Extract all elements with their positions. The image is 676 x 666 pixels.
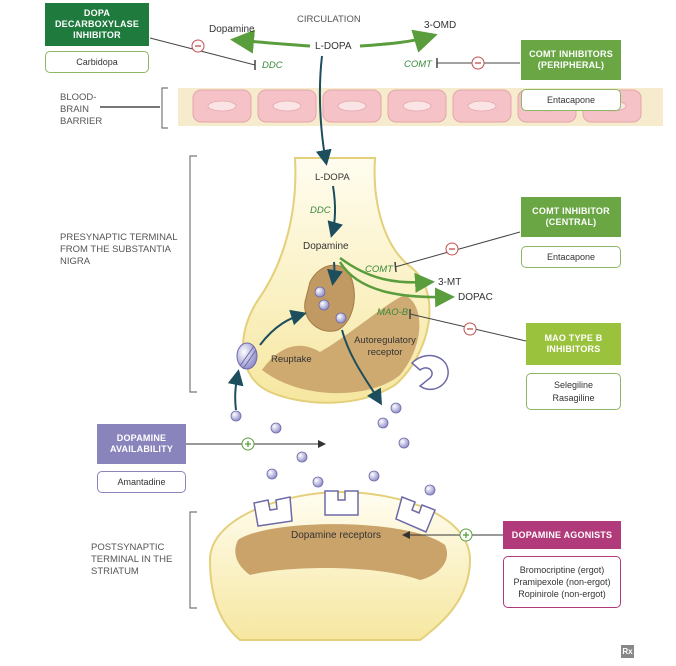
ldopa-to-dopamine-arrow bbox=[230, 29, 311, 54]
ldopa-to-3omd-arrow bbox=[359, 29, 438, 53]
postsynaptic-cytoplasm bbox=[235, 524, 448, 580]
rasagiline-label: Rasagiline bbox=[552, 392, 595, 403]
dopamine-availability-header: DOPAMINE AVAILABILITY bbox=[97, 424, 186, 464]
autoregulatory-label: Autoregulatory receptor bbox=[354, 335, 416, 358]
circulation-label: CIRCULATION bbox=[297, 14, 361, 25]
release-arrow bbox=[341, 329, 383, 406]
dopac-label: DOPAC bbox=[458, 292, 493, 303]
reuptake-label: Reuptake bbox=[271, 354, 312, 365]
autoregulatory-receptor bbox=[410, 354, 449, 391]
ddc-inhibitor-header: DOPA DECARBOXYLASE INHIBITOR bbox=[45, 3, 149, 46]
mao-b-drugs-box: Selegiline Rasagiline bbox=[526, 373, 621, 410]
reuptake-entry-arrow bbox=[227, 369, 244, 411]
maob-label: MAO-B bbox=[377, 307, 409, 318]
side-brackets bbox=[100, 87, 197, 609]
entacapone-central-box: Entacapone bbox=[521, 246, 621, 268]
3mt-label: 3-MT bbox=[438, 277, 462, 288]
comt-peripheral-header: COMT INHIBITORS (peripheral) bbox=[521, 40, 621, 80]
ldopa-to-dopamine-inner-arrow bbox=[327, 185, 343, 238]
presynaptic-label: PRESYNAPTIC TERMINAL FROM THE SUBSTANTIA… bbox=[60, 232, 178, 267]
postsynaptic-label: POSTSYNAPTIC TERMINAL IN THE STRIATUM bbox=[91, 542, 173, 577]
dopamine-agonists-header: DOPAMINE AGONISTS bbox=[503, 521, 621, 549]
dopamine-to-dopac-arrow bbox=[338, 261, 455, 308]
ddc-top-label: DDC bbox=[262, 60, 283, 71]
dopamine-to-vesicle-arrow bbox=[327, 261, 343, 286]
dopamine-to-3mt-arrow bbox=[339, 256, 435, 293]
dopamine-top-label: Dopamine bbox=[209, 24, 255, 35]
bromocriptine-label: Bromocriptine (ergot) bbox=[519, 564, 605, 575]
dopamine-mid-label: Dopamine bbox=[303, 241, 349, 252]
amantadine-box: Amantadine bbox=[97, 471, 186, 493]
ldopa-top-label: L-DOPA bbox=[315, 41, 352, 52]
ddc-mid-label: DDC bbox=[310, 205, 331, 216]
ropinirole-label: Ropinirole (non-ergot) bbox=[518, 589, 606, 600]
ldopa-crosses-bbb-arrow bbox=[315, 55, 332, 166]
mao-b-header: MAO TYPE B INHIBITORS bbox=[526, 323, 621, 365]
comt-top-label: COMT bbox=[404, 59, 432, 70]
ldopa-mid-label: L-DOPA bbox=[315, 172, 350, 183]
carbidopa-box: Carbidopa bbox=[45, 51, 149, 73]
dopamine-molecules bbox=[230, 286, 436, 496]
agonist-drugs-box: Bromocriptine (ergot) Pramipexole (non-e… bbox=[503, 556, 621, 608]
postsynaptic-receptors bbox=[253, 490, 436, 533]
pramipexole-label: Pramipexole (non-ergot) bbox=[513, 576, 611, 587]
comt-mid-label: COMT bbox=[365, 264, 393, 275]
omd-label: 3-OMD bbox=[424, 20, 457, 31]
bbb-label: BLOOD-BRAIN BARRIER bbox=[60, 92, 103, 127]
minus-symbols bbox=[191, 39, 485, 336]
comt-central-header: COMT INHIBITOR (central) bbox=[521, 197, 621, 237]
selegiline-label: Selegiline bbox=[553, 380, 594, 391]
rx-logo: Rx bbox=[621, 645, 634, 658]
presynaptic-cytoplasm bbox=[262, 295, 420, 394]
entacapone-peripheral-box: Entacapone bbox=[521, 89, 621, 111]
dopamine-receptors-label: Dopamine receptors bbox=[291, 530, 382, 541]
plus-symbols bbox=[241, 437, 473, 542]
reuptake-arrow bbox=[259, 309, 307, 346]
